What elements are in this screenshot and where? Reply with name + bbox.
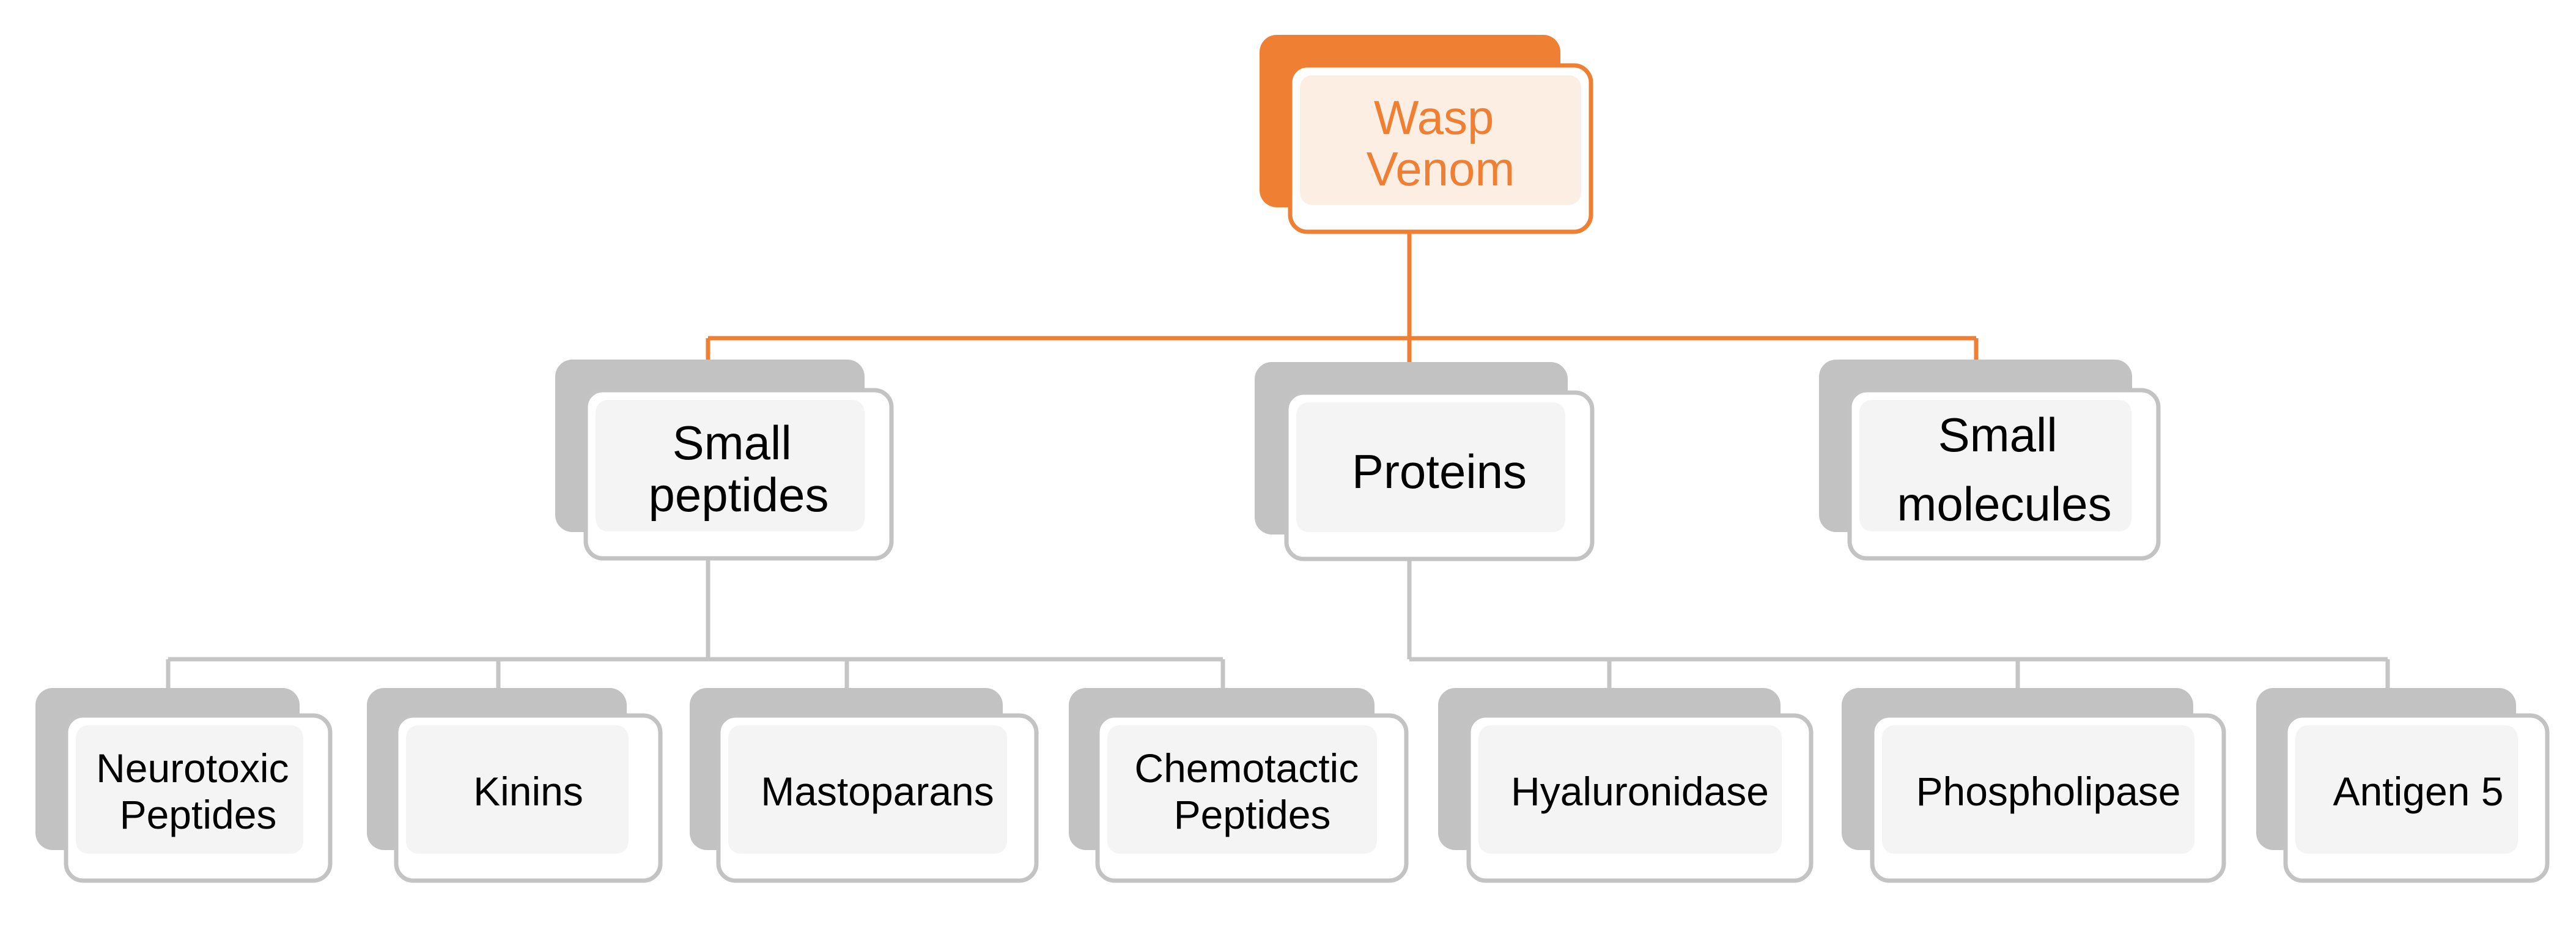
node-neurotoxic-peptides-line: Peptides xyxy=(120,792,277,837)
node-root-label: Wasp Venom xyxy=(1367,91,1515,196)
node-hyaluronidase-label: Hyaluronidase xyxy=(1511,769,1769,814)
node-root-line: Wasp xyxy=(1374,91,1494,144)
node-chemotactic-peptides-line: Chemotactic xyxy=(1134,745,1359,791)
node-small-peptides-line: Small xyxy=(673,416,792,470)
node-antigen-5-line: Antigen 5 xyxy=(2333,769,2504,814)
node-neurotoxic-peptides-label: Neurotoxic Peptides xyxy=(96,745,300,837)
node-small-molecules-line: molecules xyxy=(1897,477,2111,531)
node-small-molecules: Small molecules xyxy=(1819,360,2161,561)
connectors xyxy=(166,232,2390,688)
node-neurotoxic-peptides: Neurotoxic Peptides xyxy=(35,688,333,883)
node-antigen-5: Antigen 5 xyxy=(2256,688,2550,883)
node-proteins-line: Proteins xyxy=(1352,445,1527,498)
node-kinins-line: Kinins xyxy=(473,769,583,814)
node-neurotoxic-peptides-line: Neurotoxic xyxy=(96,745,289,791)
node-chemotactic-peptides-label: Chemotactic Peptides xyxy=(1134,745,1370,837)
node-chemotactic-peptides-line: Peptides xyxy=(1174,792,1331,837)
node-small-peptides-label: Small peptides xyxy=(649,416,829,522)
node-kinins-label: Kinins xyxy=(473,769,583,814)
node-chemotactic-peptides: Chemotactic Peptides xyxy=(1069,688,1409,883)
node-small-peptides: Small peptides xyxy=(555,360,894,561)
node-root-line: Venom xyxy=(1367,142,1515,196)
node-mastoparans: Mastoparans xyxy=(690,688,1039,883)
node-phospholipase: Phospholipase xyxy=(1842,688,2226,883)
node-mastoparans-line: Mastoparans xyxy=(761,769,994,814)
node-phospholipase-label: Phospholipase xyxy=(1916,769,2181,814)
node-small-molecules-label: Small molecules xyxy=(1897,408,2111,531)
node-small-molecules-line: Small xyxy=(1938,408,2057,462)
node-antigen-5-label: Antigen 5 xyxy=(2333,769,2504,814)
node-mastoparans-label: Mastoparans xyxy=(761,769,994,814)
node-kinins: Kinins xyxy=(367,688,663,883)
node-hyaluronidase: Hyaluronidase xyxy=(1438,688,1814,883)
node-small-peptides-line: peptides xyxy=(649,468,829,522)
node-root: Wasp Venom xyxy=(1260,35,1593,234)
node-hyaluronidase-line: Hyaluronidase xyxy=(1511,769,1769,814)
node-proteins: Proteins xyxy=(1255,362,1595,561)
node-phospholipase-line: Phospholipase xyxy=(1916,769,2181,814)
node-proteins-label: Proteins xyxy=(1352,445,1527,498)
